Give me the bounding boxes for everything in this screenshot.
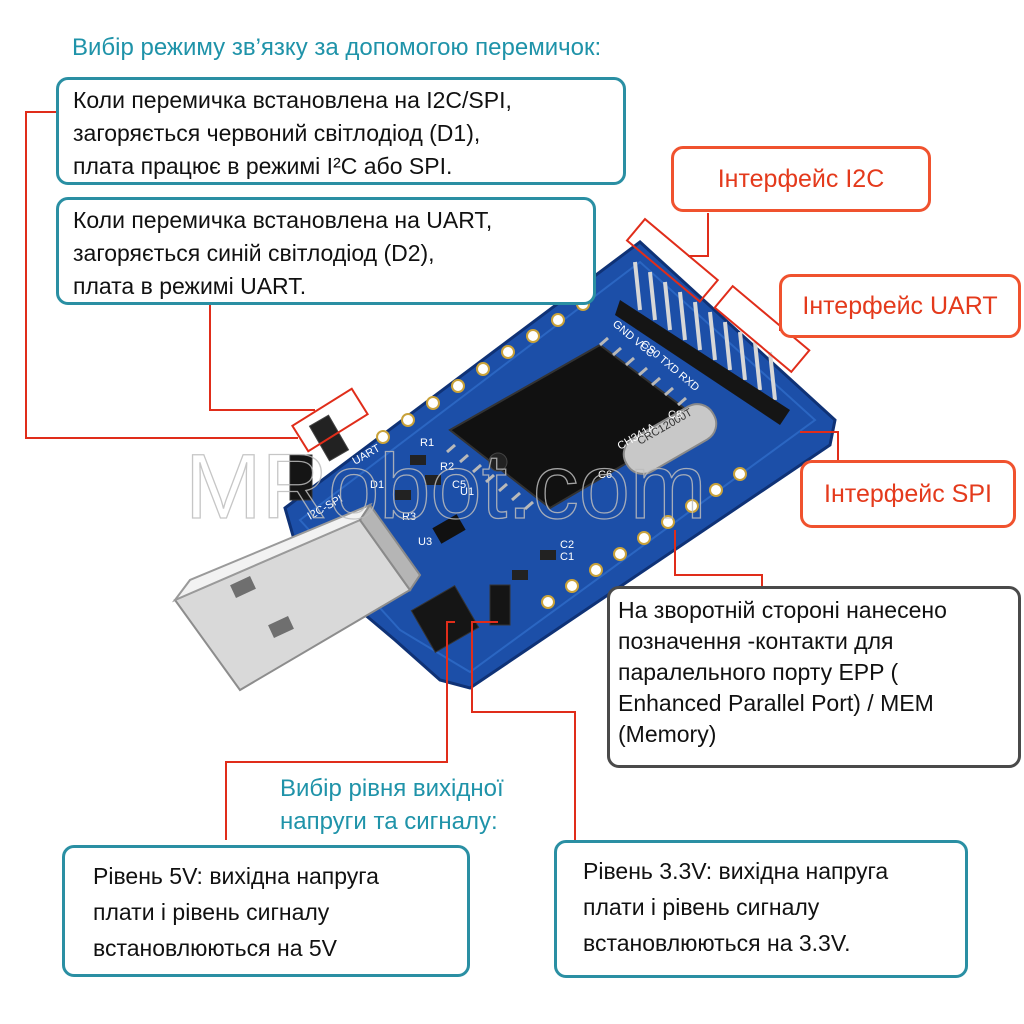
level-5v-line-2: плати і рівень сигналу — [93, 899, 330, 925]
back-side-note-line-1: На зворотній стороні нанесено — [618, 597, 947, 623]
voltage-heading: Вибір рівня вихідної напруги та сигналу: — [280, 772, 550, 838]
board-label-u1: U1 — [460, 486, 474, 498]
crystal-oscillator — [622, 403, 718, 475]
voltage-heading-line-1: Вибір рівня вихідної — [280, 775, 504, 802]
smd-components — [395, 455, 556, 580]
level-33v-line-2: плати і рівень сигналу — [583, 894, 820, 920]
back-side-note-line-4: Enhanced Parallel Port) / MEM — [618, 690, 934, 716]
pin-header — [633, 261, 777, 401]
level-33v-line-3: встановлюються на 3.3V. — [583, 930, 851, 956]
jumper-i2c-note: Коли перемичка встановлена на I2C/SPI, з… — [56, 77, 626, 185]
voltage-jumper — [410, 584, 511, 653]
spi-interface-label: Інтерфейс SPI — [800, 460, 1016, 528]
board-label-d1: D1 — [370, 479, 384, 491]
level-5v-line-3: встановлюються на 5V — [93, 935, 338, 961]
pin-holes-top — [376, 297, 590, 444]
board-label-c8: C8 — [668, 409, 682, 421]
level-5v-line-1: Рівень 5V: вихідна напруга — [93, 863, 379, 889]
mode-jumper-frame — [290, 387, 370, 453]
back-side-note: На зворотній стороні нанесено позначення… — [607, 586, 1021, 768]
watermark: MRobot.com — [185, 436, 707, 538]
level-33v-note: Рівень 3.3V: вихідна напруга плати і рів… — [554, 840, 968, 978]
board-label-c1: C1 — [560, 551, 574, 563]
ch341a-chip — [446, 336, 702, 511]
board-label-r1: R1 — [420, 437, 434, 449]
board-label-r3: R3 — [402, 511, 416, 523]
jumper-i2c-note-line-1: Коли перемичка встановлена на I2C/SPI, — [73, 87, 512, 113]
jumper-uart-note-line-1: Коли перемичка встановлена на UART, — [73, 207, 493, 233]
board-label-c5: C5 — [452, 479, 466, 491]
board-label-r2: R2 — [440, 461, 454, 473]
jumper-uart-note: Коли перемичка встановлена на UART, заго… — [56, 197, 596, 305]
i2c-interface-label: Інтерфейс I2C — [671, 146, 931, 212]
level-33v-line-1: Рівень 3.3V: вихідна напруга — [583, 858, 889, 884]
back-side-note-line-2: позначення -контакти для — [618, 628, 894, 654]
top-heading: Вибір режиму зв’язку за допомогою переми… — [72, 34, 602, 61]
voltage-heading-line-2: напруги та сигналу: — [280, 808, 498, 835]
back-side-note-line-5: (Memory) — [618, 721, 717, 747]
level-5v-note: Рівень 5V: вихідна напруга плати і рівен… — [62, 845, 470, 977]
pin-holes-bottom — [541, 467, 747, 609]
jumper-i2c-note-line-3: плата працює в режимі I²C або SPI. — [73, 153, 453, 179]
board-label-c2: C2 — [560, 539, 574, 551]
jumper-uart-note-line-3: плата в режимі UART. — [73, 273, 307, 299]
board-label-u3: U3 — [418, 536, 432, 548]
board-label-c6: C6 — [598, 469, 612, 481]
leader-lines — [25, 111, 839, 840]
i2c-pins-frame — [625, 217, 720, 303]
usb-connector — [171, 502, 422, 692]
jumper-i2c-note-line-2: загоряється червоний світлодіод (D1), — [73, 120, 481, 146]
mode-jumper — [289, 387, 370, 501]
uart-pins-frame — [713, 284, 811, 374]
jumper-uart-note-line-2: загоряється синій світлодіод (D2), — [73, 240, 435, 266]
back-side-note-line-3: паралельного порту EPP ( — [618, 659, 899, 685]
uart-interface-label: Інтерфейс UART — [779, 274, 1021, 338]
